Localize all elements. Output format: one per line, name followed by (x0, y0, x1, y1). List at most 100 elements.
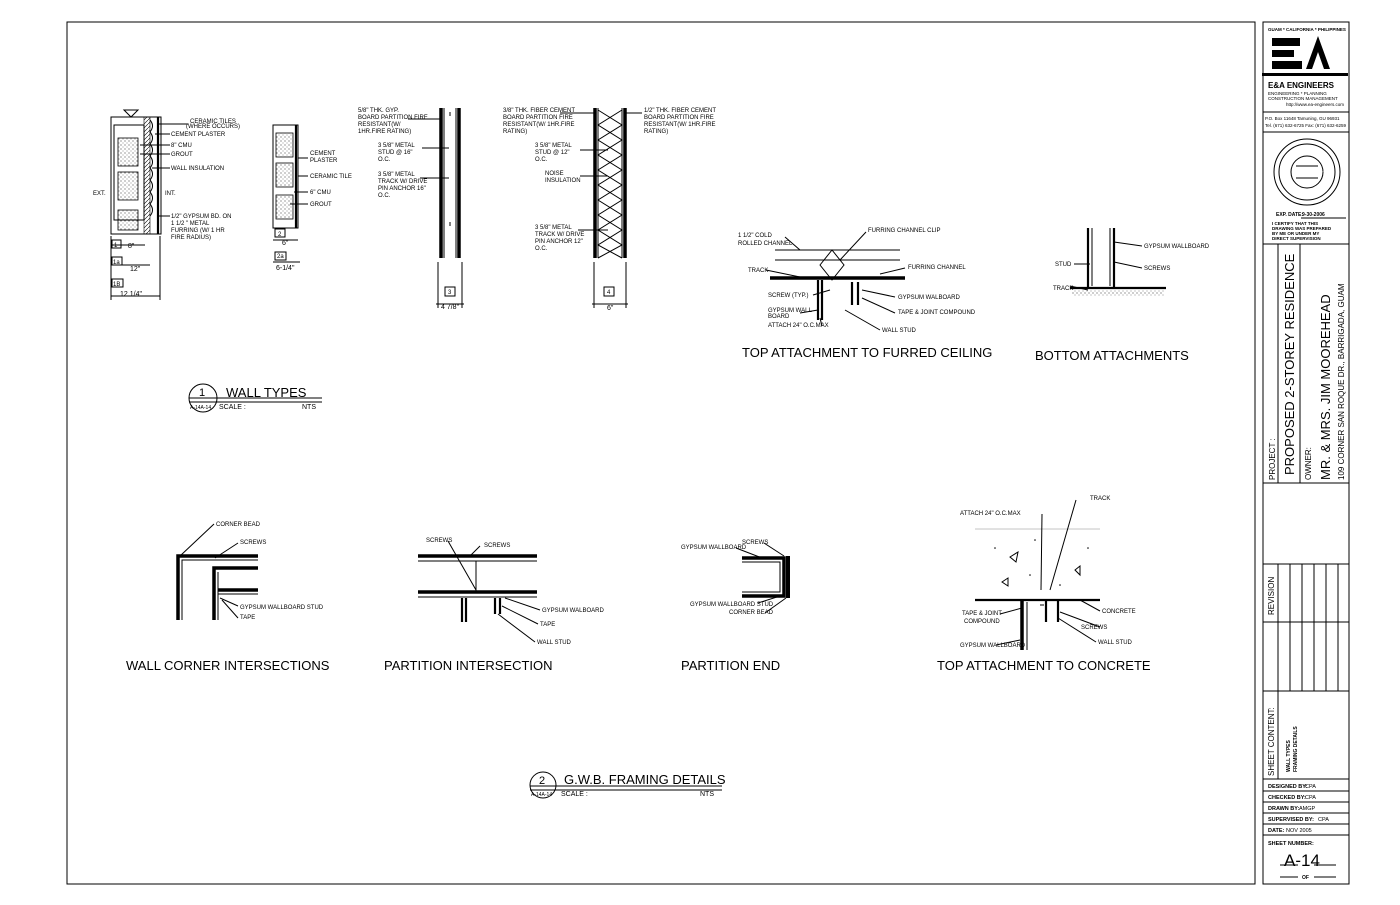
w3-label-1: 5/8" THK. GYP. (358, 108, 399, 114)
exp-date: 9-30-2006 (1302, 212, 1325, 218)
end-caption: PARTITION END (681, 658, 780, 673)
w4-right-4: RATING) (644, 129, 668, 135)
w1-dim-8: 8" (128, 243, 135, 250)
w1-dim-12-25: 12 1/4" (120, 291, 142, 298)
w3-label-6: STUD @ 16" (378, 150, 413, 156)
partition-label-stud: WALL STUD (537, 640, 572, 646)
w4-tag: 4 (607, 290, 611, 296)
owner-name: MR. & MRS. JIM MOOREHEAD (1318, 294, 1333, 480)
w1-tag-1a: 1a (113, 260, 120, 266)
w2-label-grout: GROUT (310, 202, 332, 208)
gwb-title-num: 2 (539, 775, 545, 787)
drawn-value: AMGP (1299, 806, 1316, 812)
firm-address: P.O. Box 11648 Tamuning, GU 96931 (1265, 116, 1340, 121)
concrete-label-compound: COMPOUND (964, 619, 1000, 625)
w4-left-2: BOARD PARTITION FIRE (503, 115, 573, 121)
drawn-label: DRAWN BY: (1268, 806, 1300, 812)
title-block-border (1262, 21, 1350, 885)
wall-types-title (188, 383, 322, 413)
concrete-label-stud: WALL STUD (1098, 640, 1133, 646)
sheet-of: OF (1302, 875, 1309, 881)
partition-label-screws-2: SCREWS (484, 543, 510, 549)
sheet-number: A-14 (1284, 851, 1320, 870)
end-label-gyp-stud: GYPSUM WALLBOARD STUD (690, 602, 774, 608)
w4-left-6: STUD @ 12" (535, 150, 570, 156)
w4-left-8: NOISE (545, 171, 564, 177)
w4-right-1: 1/2" THK. FIBER CEMENT (644, 108, 716, 114)
w1-label-tiles-2: (WHERE OCCURS) (186, 124, 240, 130)
title-block (1263, 111, 1349, 878)
w4-right-3: RESISTANT(W/ 1HR.FIRE (644, 122, 716, 128)
wall-types-ref: A-14A-14 (190, 405, 211, 411)
wall-type-1 (110, 109, 188, 300)
w3-label-5: 3 5/8" METAL (378, 143, 415, 149)
seal-text: CARLITO P. ADRIANO · REGISTERED PROFESSI… (1300, 170, 1334, 173)
w1-label-grout: GROUT (171, 152, 193, 158)
firm-name: E&A ENGINEERS (1268, 81, 1335, 90)
w2-label-plaster: PLASTER (310, 158, 338, 164)
furred-label-5: FURRING CHANNEL (908, 265, 966, 271)
corner-label-gyp: GYPSUM WALLBOARD STUD (240, 605, 324, 611)
furred-label-10: TAPE & JOINT COMPOUND (898, 310, 976, 316)
bottom-label-track: TRACK (1053, 286, 1073, 292)
owner-label: OWNER: (1304, 447, 1313, 480)
detail-wall-corner (176, 523, 258, 620)
corner-label-screws: SCREWS (240, 540, 266, 546)
furred-label-12: WALL STUD (882, 328, 917, 334)
concrete-label-track: TRACK (1090, 496, 1110, 502)
sheet-content-1: WALL TYPES (1286, 739, 1292, 772)
furred-label-7: GYPSUM WALBOARD (898, 295, 960, 301)
supervised-value: CPA (1318, 817, 1329, 823)
w4-left-11: TRACK W/ DRIVE (535, 232, 584, 238)
date-value: NOV 2005 (1286, 828, 1312, 834)
wall-type-2 (272, 124, 308, 263)
designed-value: CPA (1305, 784, 1316, 790)
furred-caption: TOP ATTACHMENT TO FURRED CEILING (742, 345, 992, 360)
w3-tag: 3 (448, 290, 452, 296)
firm-phone: Tel. (671) 632-6725 Fax: (671) 632-6259 (1265, 123, 1347, 128)
w4-left-9: INSULATION (545, 178, 581, 184)
wall-types-scale: NTS (302, 404, 316, 411)
w4-left-13: O.C. (535, 246, 548, 252)
concrete-label-attach: ATTACH 24" O.C.MAX (960, 511, 1021, 517)
designed-label: DESIGNED BY: (1268, 784, 1307, 790)
revision-label: REVISION (1267, 577, 1276, 615)
wall-type-4 (560, 108, 642, 308)
w4-left-3: RESISTANT(W/ 1HR.FIRE (503, 122, 575, 128)
project-name: PROPOSED 2-STOREY RESIDENCE (1282, 253, 1297, 475)
w1-label-int: INT. (165, 191, 176, 197)
w3-dim: 4 7/8" (441, 304, 460, 311)
bottom-label-stud: STUD (1055, 262, 1072, 268)
firm-services-2: CONSTRUCTION MANAGEMENT (1268, 96, 1338, 101)
gwb-title-name: G.W.B. FRAMING DETAILS (564, 772, 726, 787)
gwb-details-title (529, 771, 722, 799)
firm-locations: GUAM * CALIFORNIA * PHILIPPINES (1268, 27, 1346, 32)
gwb-title-scale: NTS (700, 791, 714, 798)
cert-1: I CERTIFY THAT THIS (1272, 221, 1318, 226)
w3-label-8: 3 5/8" METAL (378, 172, 415, 178)
furred-label-11: ATTACH 24" O.C.MAX (768, 323, 829, 329)
furred-label-8: GYPSUM WALL (768, 308, 812, 314)
partition-label-gyp: GYPSUM WALBOARD (542, 608, 604, 614)
w4-right-2: BOARD PARTITION FIRE (644, 115, 714, 121)
furred-label-4: TRACK (748, 268, 768, 274)
bottom-label-screws: SCREWS (1144, 266, 1170, 272)
w2-tag-2a: 2a (277, 254, 284, 260)
w4-left-7: O.C. (535, 157, 548, 163)
end-label-gyp: GYPSUM WALLBOARD (681, 545, 747, 551)
wall-types-num: 1 (199, 387, 205, 399)
w4-left-10: 3 5/8" METAL (535, 225, 572, 231)
bottom-caption: BOTTOM ATTACHMENTS (1035, 348, 1189, 363)
detail-partition-end (735, 542, 790, 614)
corner-label-tape: TAPE (240, 615, 255, 621)
firm-services-1: ENGINEERING * PLANNING (1268, 91, 1327, 96)
concrete-label-gyp: GYPSUM WALLBOARD (960, 643, 1026, 649)
firm-web: http://www.ea-engineers.com (1286, 102, 1344, 107)
w4-left-4: RATING) (503, 129, 527, 135)
partition-caption: PARTITION INTERSECTION (384, 658, 553, 673)
concrete-label-screws: SCREWS (1081, 625, 1107, 631)
w2-label-cement: CEMENT (310, 151, 336, 157)
wall-types-scale-label: SCALE : (219, 404, 246, 411)
sheet-content-2: FRAMING DETAILS (1293, 726, 1299, 772)
w1-tag-1b: 1B (113, 282, 120, 288)
